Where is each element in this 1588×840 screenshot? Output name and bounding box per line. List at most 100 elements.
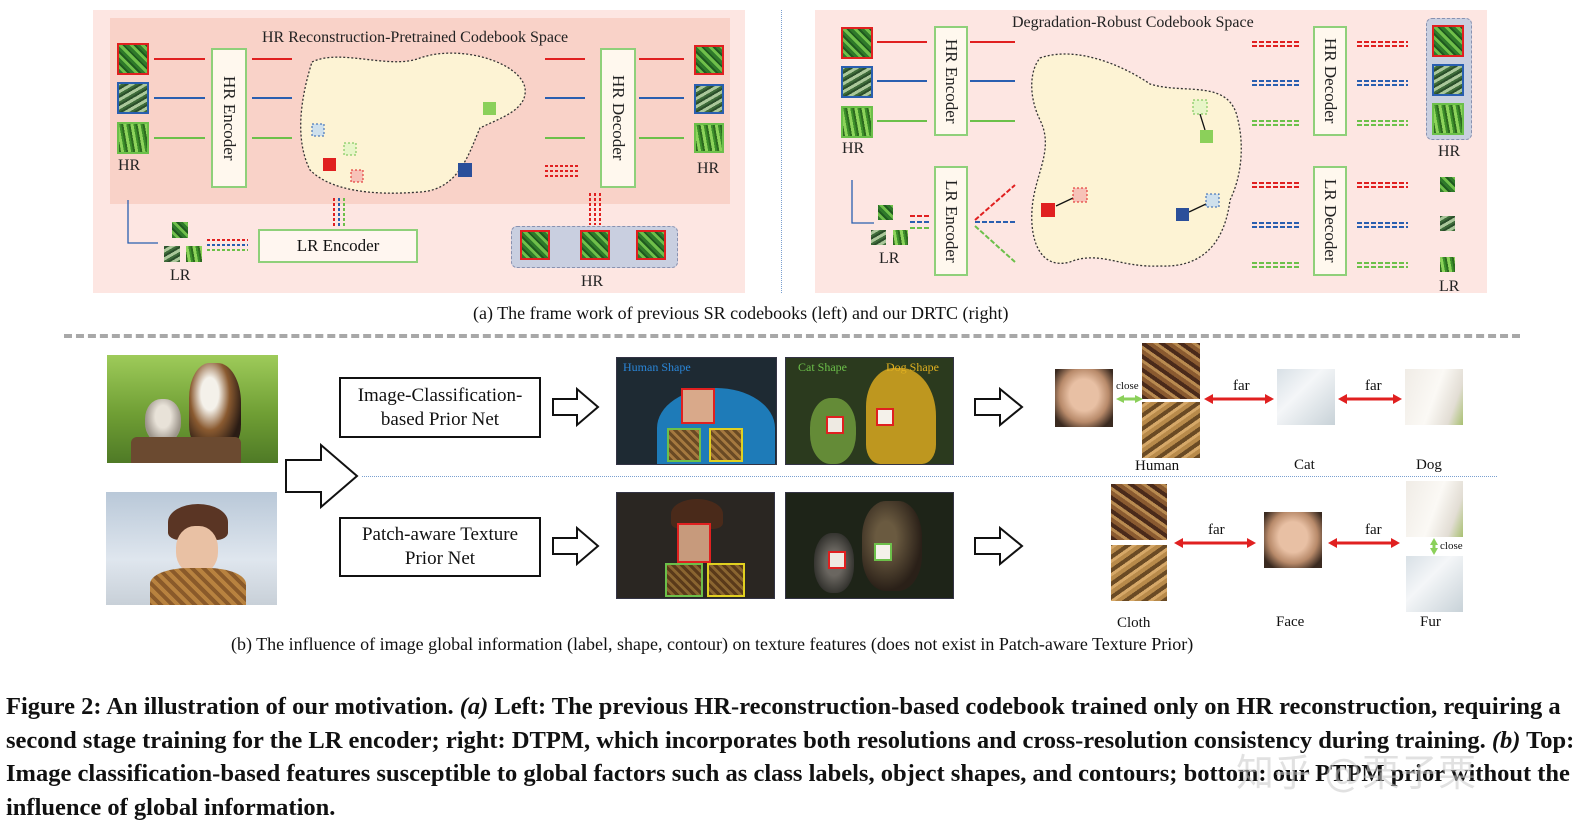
right-hr-out-tile-red: [1432, 25, 1464, 57]
bottom-far-label-1: far: [1208, 522, 1225, 538]
right-lr-encoder-box: LR Encoder: [934, 166, 968, 276]
right-codebook-svg: [851, 41, 1408, 268]
bottom-cloth-label: Cloth: [1117, 615, 1151, 631]
left-hr-in-tile-red: [117, 43, 149, 75]
human-scarf-patch-1: [667, 428, 701, 462]
left-codebook-blob: [300, 52, 526, 194]
right-lr-decoder-label: LR Decoder: [1321, 179, 1340, 263]
section-separator: [64, 334, 1520, 338]
cat-shape-blob: [145, 399, 181, 443]
hollow-arrows-svg: [552, 386, 1024, 567]
girl-patch-face: [677, 523, 711, 563]
image-classification-net-box: Image-Classification-based Prior Net: [339, 377, 541, 438]
left-hr-in-tile-blue: [117, 82, 149, 114]
left-hr-out-tile-blue: [694, 84, 724, 114]
right-space-title: Degradation-Robust Codebook Space: [1012, 14, 1254, 31]
left-hr-out-label: HR: [697, 160, 720, 177]
right-hr-decoder-box: HR Decoder: [1313, 26, 1347, 136]
patch-aware-net-box: Patch-aware Texture Prior Net: [339, 517, 541, 577]
bottom-scarf-thumb-2: [1111, 545, 1167, 601]
right-hr-decoder-label: HR Decoder: [1321, 38, 1340, 124]
hollow-arrow-bottom-1: [552, 525, 600, 567]
right-lr-encoder-label: LR Encoder: [942, 179, 961, 263]
bottom-close-label: close: [1440, 540, 1463, 552]
bottom-fur-label: Fur: [1420, 614, 1441, 630]
left-hr-bottom-tile-1: [520, 230, 550, 260]
dog-patch-image: [785, 492, 954, 599]
right-hr-encoder-box: HR Encoder: [934, 26, 968, 136]
left-lr-encoder-label: LR Encoder: [296, 236, 380, 255]
dog-fur-patch: [876, 408, 894, 426]
girl-scarf-shape: [150, 568, 246, 605]
left-hr-decoder-box: HR Decoder: [600, 48, 636, 188]
right-hr-out-label: HR: [1438, 143, 1461, 160]
left-hr-encoder-label: HR Encoder: [220, 75, 239, 161]
left-hr-bottom-tile-3: [636, 230, 666, 260]
top-dog-fur-thumb: [1405, 369, 1463, 425]
right-lr-out-label: LR: [1439, 278, 1460, 295]
top-cat-label: Cat: [1294, 457, 1315, 473]
hollow-arrow-bottom-2: [974, 525, 1024, 567]
bottom-fur-thumb-2: [1406, 556, 1463, 612]
right-hr-in-tile-blue: [841, 66, 873, 98]
dog-shape-blob: [189, 363, 241, 451]
figure-caption-prefix: Figure 2: An illustration of our motivat…: [6, 693, 460, 720]
top-far-label-2: far: [1365, 378, 1382, 394]
left-lr-tile-3: [186, 246, 202, 262]
big-arrow: [285, 442, 359, 510]
cat-fur-patch: [826, 416, 844, 434]
right-hr-out-tile-green: [1432, 103, 1464, 135]
top-scarf-thumb-2: [1142, 402, 1200, 458]
right-hr-in-tile-green: [841, 106, 873, 138]
left-hr-out-tile-green: [694, 123, 724, 153]
left-hr-decoder-label: HR Decoder: [609, 75, 628, 161]
right-lr-in-tile-3: [893, 230, 908, 245]
girl-patch-scarf-1: [665, 563, 703, 597]
figure-caption-a-tag: (a): [459, 693, 489, 720]
bottom-relation-arrows: [1174, 538, 1438, 555]
watermark: 知乎 @栗子栗: [1236, 751, 1477, 795]
left-hr-bottom-tile-2: [580, 230, 610, 260]
panel-a-divider: [781, 10, 782, 293]
girl-patch-image: [616, 492, 775, 599]
human-scarf-patch-2: [709, 428, 743, 462]
big-arrow-svg: [285, 442, 359, 510]
patch-aware-net-label: Patch-aware Texture Prior Net: [361, 524, 519, 569]
panel-b-divider: [362, 476, 1497, 477]
right-lr-decoder-box: LR Decoder: [1313, 166, 1347, 276]
bottom-far-label-2: far: [1365, 522, 1382, 538]
top-human-label: Human: [1135, 458, 1180, 474]
figure-caption: Figure 2: An illustration of our motivat…: [6, 690, 1581, 824]
left-lr-encoder-box: LR Encoder: [258, 229, 418, 263]
dog-shape-label: Dog Shape: [886, 360, 939, 374]
top-far-label-1: far: [1233, 378, 1250, 394]
panel-b-caption: (b) The influence of image global inform…: [231, 634, 1194, 654]
right-hr-in-label: HR: [842, 140, 865, 157]
hollow-arrow-top-2: [974, 386, 1024, 428]
human-shape-image: Human Shape: [616, 357, 777, 465]
figure-caption-b-text: Top: Image classification-based features…: [6, 726, 1575, 821]
human-shape-label: Human Shape: [623, 360, 691, 374]
right-lr-in-tile-1: [878, 205, 893, 220]
left-lr-label: LR: [170, 267, 191, 284]
top-relation-arrows: [1116, 394, 1402, 404]
right-lr-in-label: LR: [879, 250, 900, 267]
bottom-fur-thumb-1: [1406, 481, 1463, 537]
left-hr-in-tile-green: [117, 122, 149, 154]
right-lr-out-tile-2: [1440, 216, 1455, 231]
figure-caption-b-tag: (b): [1491, 726, 1521, 754]
left-hr-encoder-box: HR Encoder: [211, 48, 247, 188]
left-space-title: HR Reconstruction-Pretrained Codebook Sp…: [262, 29, 569, 46]
stump-shape: [131, 437, 241, 463]
left-lr-tile-2: [164, 246, 180, 262]
top-scarf-thumb-1: [1142, 343, 1200, 399]
girl-face-shape: [176, 526, 218, 574]
top-cat-fur-thumb: [1277, 369, 1335, 425]
right-hr-in-tile-red: [841, 27, 873, 59]
top-face-thumb: [1055, 369, 1113, 427]
bottom-face-thumb: [1264, 512, 1322, 568]
left-hr-out-tile-red: [694, 45, 724, 75]
bottom-face-label: Face: [1276, 614, 1305, 630]
girl-patch-scarf-2: [707, 563, 745, 597]
dog-patch-body: [862, 501, 922, 591]
